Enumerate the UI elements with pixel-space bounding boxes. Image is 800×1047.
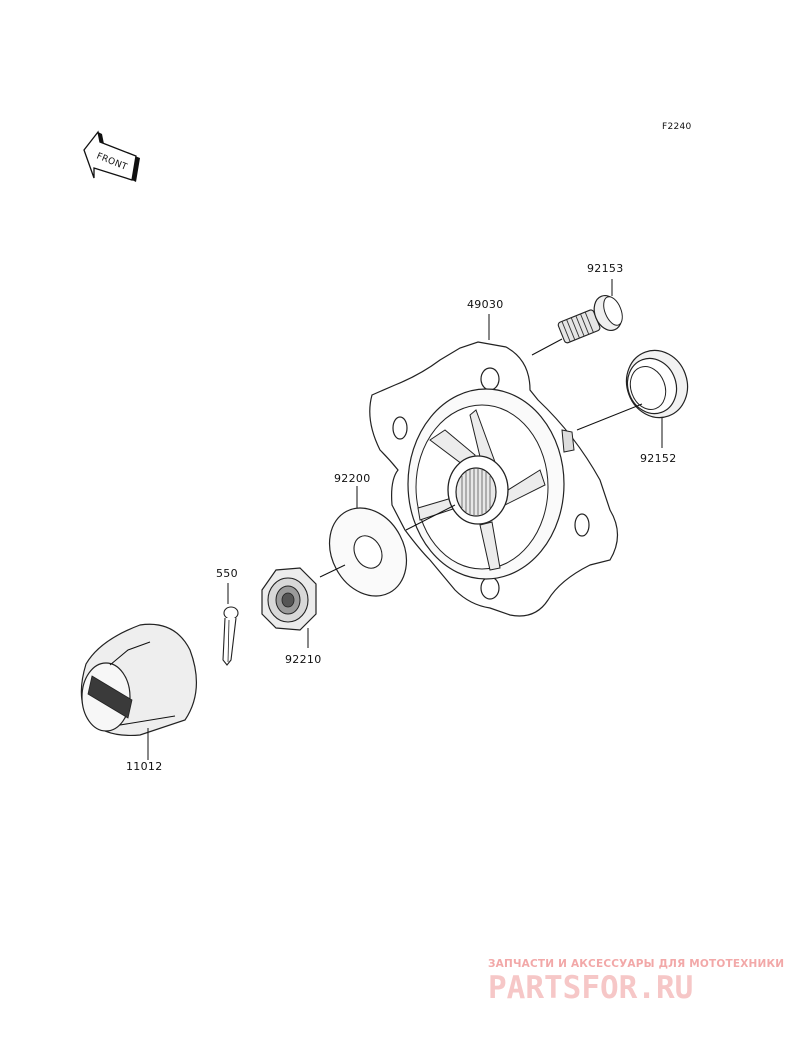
washer-92200 (328, 507, 408, 597)
figure-code: F2240 (662, 122, 692, 132)
label-11012: 11012 (126, 760, 163, 773)
label-92153: 92153 (587, 262, 624, 275)
label-92200: 92200 (334, 472, 371, 485)
hub-49030 (369, 341, 619, 617)
leader-lines (147, 279, 663, 760)
cotter-pin-550 (222, 606, 239, 666)
nut-92210 (261, 567, 317, 631)
watermark-tagline: ЗАПЧАСТИ И АКСЕССУАРЫ ДЛЯ МОТОТЕХНИКИ (488, 958, 784, 970)
seal-92152 (625, 349, 689, 419)
label-92152: 92152 (640, 452, 677, 465)
label-49030: 49030 (467, 298, 504, 311)
cap-11012 (80, 623, 198, 737)
stud-92153 (557, 295, 623, 344)
label-550: 550 (216, 567, 238, 580)
label-92210: 92210 (285, 653, 322, 666)
front-arrow-icon: FRONT (83, 130, 140, 182)
watermark-logo: PARTSFOR.RU (488, 970, 693, 1006)
